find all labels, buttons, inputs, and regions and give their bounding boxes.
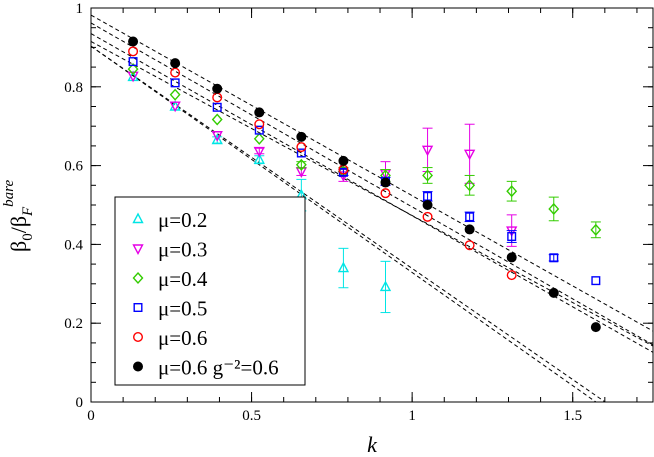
fit-line-4 [91,33,653,353]
legend: μ=0.2 μ=0.3 μ=0.4 μ=0.5 μ=0.6 μ=0.6 g⁻²=0.6 [114,196,306,386]
data-point [254,125,264,135]
data-point [548,202,560,215]
fit-line-1 [91,45,597,402]
y-tick-label: 1 [76,1,84,17]
data-point [128,57,138,67]
y-tick-label: 0.4 [64,237,83,253]
x-tick-label: 1 [408,408,416,424]
x-tick-label: 0.5 [242,408,261,424]
data-point [253,146,265,158]
data-point [296,131,307,142]
data-point [549,253,559,263]
data-point [211,113,223,126]
legend-label: μ=0.6 [158,326,207,350]
data-point [212,83,223,94]
data-point [337,261,350,273]
data-point [591,276,601,286]
data-points [127,36,602,333]
data-point [211,133,223,145]
legend-marker [133,303,143,313]
data-point [212,102,222,112]
data-point [422,169,433,182]
data-point [127,71,139,83]
data-point [464,224,475,235]
fit-line-6 [91,14,653,332]
legend-label: μ=0.3 [158,238,207,262]
data-point [254,119,265,130]
data-point [380,188,391,199]
data-point [590,223,602,236]
data-point [296,148,306,158]
data-point [506,270,517,281]
data-point [253,132,265,145]
data-point [169,101,181,113]
y-tick-label: 0.8 [64,80,83,96]
legend-marker [132,212,144,224]
data-point [506,252,517,263]
y-tick-label: 0.2 [64,316,83,332]
data-point [338,155,349,166]
legend-marker [132,361,143,372]
tick-labels: 0 0.5 1 1.5 0 0.2 0.4 0.6 0.8 1 [64,1,582,424]
data-point [422,211,433,222]
data-point [379,280,392,292]
legend-label: μ=0.2 [158,208,207,232]
data-point [422,199,433,210]
legend-label: μ=0.5 [158,297,207,321]
series-5 [128,46,517,281]
legend-marker [132,271,144,285]
data-point [463,149,476,161]
y-tick-label: 0 [76,395,84,411]
fit-line-2 [91,45,607,402]
data-point [169,88,181,101]
data-point [507,232,517,242]
data-point [380,177,391,188]
data-point [170,67,181,78]
data-point [464,179,476,192]
data-point [127,63,139,76]
y-tick-label: 0.6 [64,159,83,175]
data-point [506,226,518,238]
legend-box [114,196,306,386]
data-point [170,78,180,88]
data-point [465,212,475,222]
data-point [254,107,265,118]
data-point [506,185,518,198]
data-point [421,145,434,157]
data-point [295,158,307,171]
axis-ticks [90,7,653,403]
y-axis-label: β0/βFbare [1,180,36,252]
data-point [548,287,559,298]
data-point [128,46,139,57]
legend-label: μ=0.4 [158,267,208,291]
legend-marker [132,244,144,255]
data-point [211,131,223,142]
series-6 [128,36,601,333]
x-axis-label: k [367,432,378,457]
legend-label: μ=0.6 g⁻²=0.6 [158,356,279,380]
data-point [590,322,601,333]
data-point [253,153,265,164]
data-point [464,240,475,251]
fit-line-5 [91,22,653,346]
data-point [128,36,139,47]
data-point [170,58,181,69]
fit-lines [91,14,653,402]
x-tick-label: 0 [87,408,95,424]
data-point [296,142,307,153]
legend-marker [132,332,143,343]
fit-line-3 [91,41,653,347]
x-tick-label: 1.5 [563,408,582,424]
